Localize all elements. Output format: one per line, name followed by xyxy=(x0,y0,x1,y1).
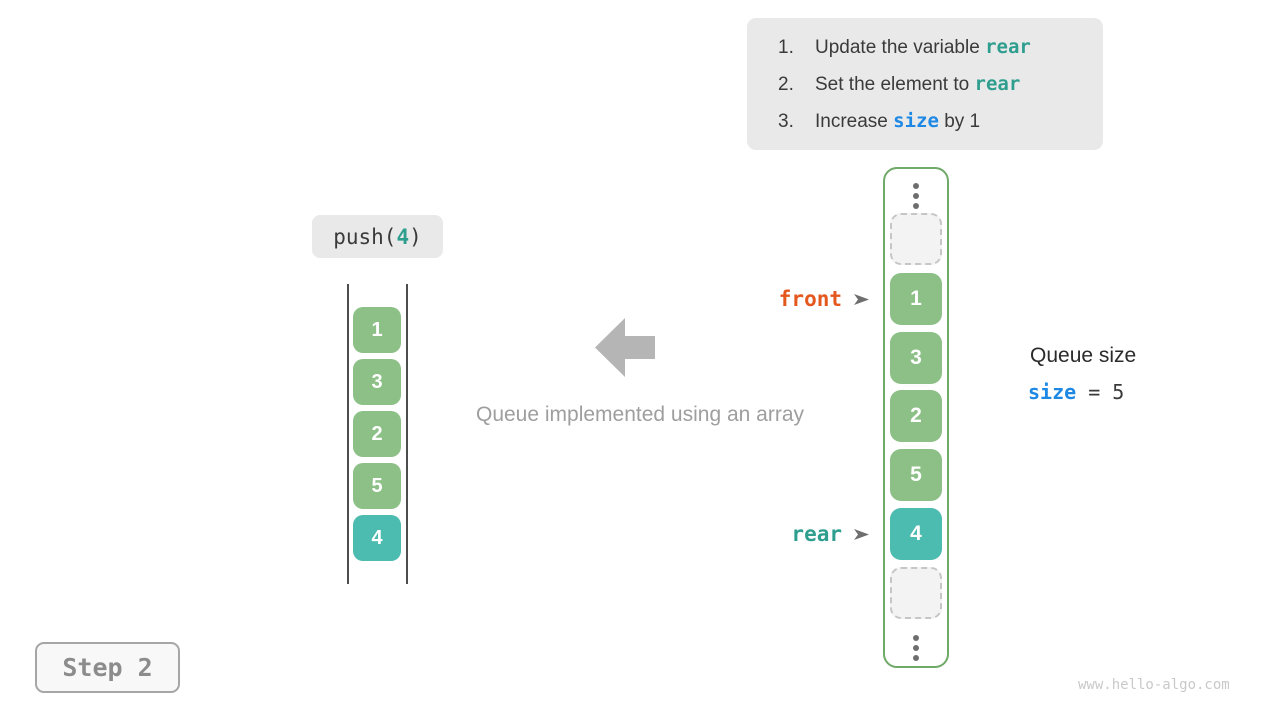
push-operation-label: push(4) xyxy=(312,215,443,258)
queue-cell: 1 xyxy=(353,307,401,353)
rear-pointer: rear xyxy=(791,522,869,546)
code-token-size: size xyxy=(893,109,939,132)
array-slot-empty xyxy=(890,567,942,619)
front-pointer-label: front xyxy=(778,287,842,311)
array-slot: 2 xyxy=(890,390,942,442)
queue-rail-right xyxy=(406,284,408,584)
left-block-arrow-icon xyxy=(595,318,655,382)
queue-size-value: size = 5 xyxy=(1028,380,1124,404)
queue-cell-new: 4 xyxy=(353,515,401,561)
queue-abstract-view: 1 3 2 5 4 xyxy=(347,284,408,584)
array-slot-empty xyxy=(890,213,942,265)
queue-cell: 3 xyxy=(353,359,401,405)
array-slot: 1 xyxy=(890,273,942,325)
array-container: 1 3 2 5 4 xyxy=(883,167,949,668)
queue-cell: 5 xyxy=(353,463,401,509)
instruction-text: Increase size by 1 xyxy=(815,109,981,132)
ellipsis-icon xyxy=(885,635,947,661)
queue-rail-left xyxy=(347,284,349,584)
instruction-text: Update the variable rear xyxy=(815,35,1031,58)
instruction-number: 1. xyxy=(778,36,794,58)
size-equals-value: = 5 xyxy=(1076,380,1125,404)
pointer-arrow-icon xyxy=(854,528,869,540)
instruction-item: 2. Set the element to rear xyxy=(778,66,1103,103)
array-slot: 5 xyxy=(890,449,942,501)
watermark: www.hello-algo.com xyxy=(1078,677,1230,693)
array-slot-new: 4 xyxy=(890,508,942,560)
array-slot: 3 xyxy=(890,332,942,384)
instruction-number: 2. xyxy=(778,73,794,95)
queue-size-title: Queue size xyxy=(1030,344,1137,367)
rear-pointer-label: rear xyxy=(791,522,842,546)
ellipsis-icon xyxy=(885,183,947,209)
instruction-item: 1. Update the variable rear xyxy=(778,29,1103,66)
instruction-text: Set the element to rear xyxy=(815,72,1021,95)
instruction-number: 3. xyxy=(778,110,794,132)
push-argument: 4 xyxy=(396,224,410,249)
code-token-rear: rear xyxy=(974,72,1021,95)
size-variable: size xyxy=(1028,380,1077,404)
code-token-rear: rear xyxy=(985,35,1031,58)
pointer-arrow-icon xyxy=(854,293,869,305)
instruction-item: 3. Increase size by 1 xyxy=(778,103,1103,140)
front-pointer: front xyxy=(779,287,869,311)
diagram-caption: Queue implemented using an array xyxy=(475,403,805,426)
queue-cell: 2 xyxy=(353,411,401,457)
instruction-box: 1. Update the variable rear 2. Set the e… xyxy=(747,18,1103,150)
step-badge: Step 2 xyxy=(35,642,180,693)
